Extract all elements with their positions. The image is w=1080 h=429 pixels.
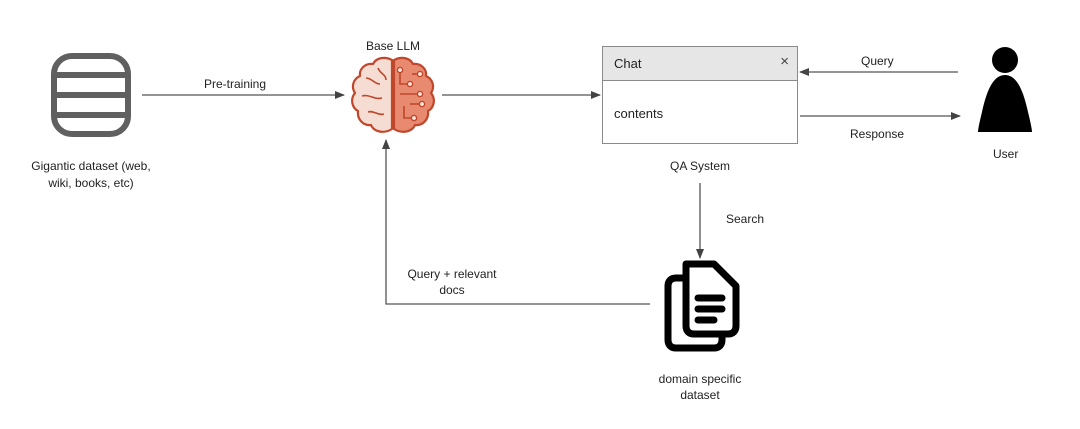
close-icon[interactable]: × <box>780 53 789 70</box>
chat-header: Chat × <box>603 47 797 81</box>
dataset-label: Gigantic dataset (web, wiki, books, etc) <box>20 158 162 192</box>
docs-label: domain specific dataset <box>636 371 764 403</box>
query-docs-label-line2: docs <box>439 283 465 297</box>
chat-title: Chat <box>614 56 642 71</box>
dataset-label-line1: Gigantic dataset (web, <box>31 159 151 173</box>
query-label: Query <box>861 54 894 68</box>
chat-contents: contents <box>614 106 664 121</box>
user-label: User <box>993 147 1019 161</box>
docs-label-line1: domain specific <box>658 372 742 386</box>
search-label: Search <box>726 212 765 226</box>
response-label: Response <box>850 127 905 141</box>
query-docs-label: Query + relevant docs <box>394 266 510 298</box>
documents-icon <box>664 260 740 352</box>
chat-window: Chat × contents <box>602 46 798 144</box>
qa-system-label: QA System <box>670 159 731 173</box>
brain-icon <box>348 54 440 136</box>
llm-label: Base LLM <box>366 39 421 53</box>
pretraining-label: Pre-training <box>204 77 267 91</box>
query-docs-label-line1: Query + relevant <box>407 267 497 281</box>
user-icon <box>972 44 1038 136</box>
edge-query-relevant-docs <box>382 139 650 305</box>
dataset-label-line2: wiki, books, etc) <box>48 176 134 190</box>
docs-label-line2: dataset <box>680 388 720 402</box>
database-icon <box>50 52 132 138</box>
